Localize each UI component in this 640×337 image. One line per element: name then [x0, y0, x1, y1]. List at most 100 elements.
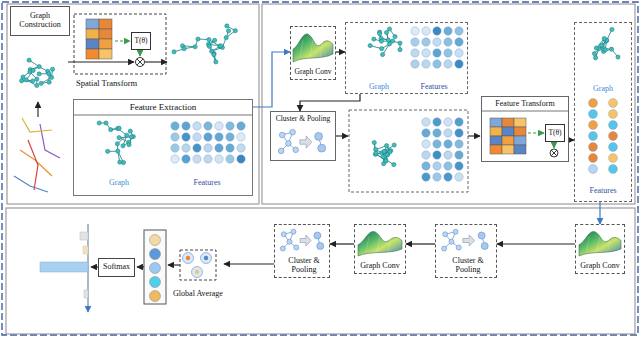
class-score [40, 262, 88, 272]
surface-mesh [300, 40, 303, 58]
surface-mesh [377, 236, 380, 251]
matrix-cell [99, 19, 112, 29]
feature-cell [433, 151, 441, 159]
icon-node [314, 232, 321, 239]
skeleton-limb [40, 124, 60, 158]
icon-node [449, 239, 454, 244]
feature-cell [444, 60, 452, 68]
feature-cell [589, 165, 598, 174]
softmax-box: Softmax [98, 258, 135, 277]
multiply-ring [136, 58, 145, 67]
graph-joint [193, 45, 197, 49]
feature-cell [609, 165, 618, 174]
feature-cell [215, 122, 223, 130]
flow-arrow [168, 264, 180, 265]
matrix-cell [502, 136, 514, 145]
graph-joint [97, 121, 101, 125]
matrix-arrow [139, 51, 140, 56]
feature-cell [193, 144, 201, 152]
average-node [192, 267, 203, 278]
output-cell [150, 249, 161, 260]
feature-extraction-box: Feature ExtractionGraphFeatures [73, 99, 253, 196]
skeleton-limb [14, 176, 48, 192]
feature-cell [182, 133, 190, 141]
icon-node [294, 245, 299, 250]
text-slot: Feature Transform [482, 98, 568, 111]
feature-cell [204, 133, 212, 141]
text-slot: Graph Construction [11, 7, 69, 35]
icon-node [279, 132, 285, 138]
flow-connector [330, 243, 354, 244]
surface-mesh [320, 40, 323, 58]
graph-joint [616, 55, 620, 59]
matrix-cell [99, 29, 112, 39]
icon-node [281, 232, 286, 237]
text-slot: Feature Extraction [74, 100, 252, 115]
graph-joint [27, 58, 31, 62]
graph-joint [196, 37, 200, 41]
text-slot: Softmax [99, 259, 134, 276]
flow-connector [497, 243, 575, 244]
feature-cell [182, 155, 190, 163]
feature-cell [237, 144, 245, 152]
skeleton-graph [172, 24, 238, 64]
flow-arrow [137, 266, 144, 267]
icon-node [278, 148, 284, 154]
text-slot: Graph Conv [291, 66, 335, 78]
flow-connector [599, 202, 600, 224]
graph-joint [116, 149, 120, 153]
multiply-cross [551, 150, 557, 156]
box-label: Softmax [103, 263, 130, 272]
flow-connector [406, 243, 435, 244]
feature-cell [171, 144, 179, 152]
text-slot: Graph Conv [576, 260, 624, 272]
graph-joint [391, 39, 395, 43]
feature-cell [433, 173, 441, 181]
feature-cell [444, 118, 452, 126]
graph-joint [393, 34, 397, 38]
feature-cell [589, 99, 598, 108]
graph-joint [592, 51, 596, 55]
icon-node [443, 232, 448, 237]
feature-grid [422, 118, 463, 181]
feature-cell [589, 143, 598, 152]
feature-cell [422, 140, 430, 148]
graph-joint [392, 143, 396, 147]
surface-patch [358, 231, 402, 256]
graph-joint [39, 81, 43, 85]
icon-node [315, 132, 323, 140]
feature-cell [226, 155, 234, 163]
skeleton-graph [372, 140, 396, 166]
matrix-cell [86, 29, 99, 39]
flow-connector [224, 263, 274, 264]
skeleton-graph [368, 27, 402, 57]
feature-cell [171, 133, 179, 141]
multiply-cross [137, 59, 143, 65]
graph-joint [31, 68, 35, 72]
graph-joint [128, 129, 132, 133]
feature-cell [422, 60, 430, 68]
graph-label: Graph [109, 179, 129, 188]
feature-cell [215, 133, 223, 141]
matrix-cell [490, 127, 502, 136]
skeleton-limb [20, 150, 52, 176]
feature-cell [204, 122, 212, 130]
text-slot: Cluster & Pooling [444, 256, 492, 276]
graph-joint [392, 163, 396, 167]
graph-joint [117, 135, 121, 139]
matrix-arrow [115, 40, 130, 41]
block-label: Global Average [173, 290, 223, 299]
feature-cell [609, 121, 618, 130]
feature-cell [215, 144, 223, 152]
feature-cell [422, 49, 430, 57]
box-label: Graph Conv [360, 262, 399, 271]
surface-mesh [597, 236, 600, 251]
class-score [84, 290, 88, 298]
graph-joint [213, 38, 217, 42]
feature-transform-box: T(θ)Feature Transform [481, 96, 569, 162]
multiply-symbol [136, 58, 145, 67]
text-slot: Graph Conv [355, 260, 405, 272]
graph-joint [609, 47, 613, 51]
